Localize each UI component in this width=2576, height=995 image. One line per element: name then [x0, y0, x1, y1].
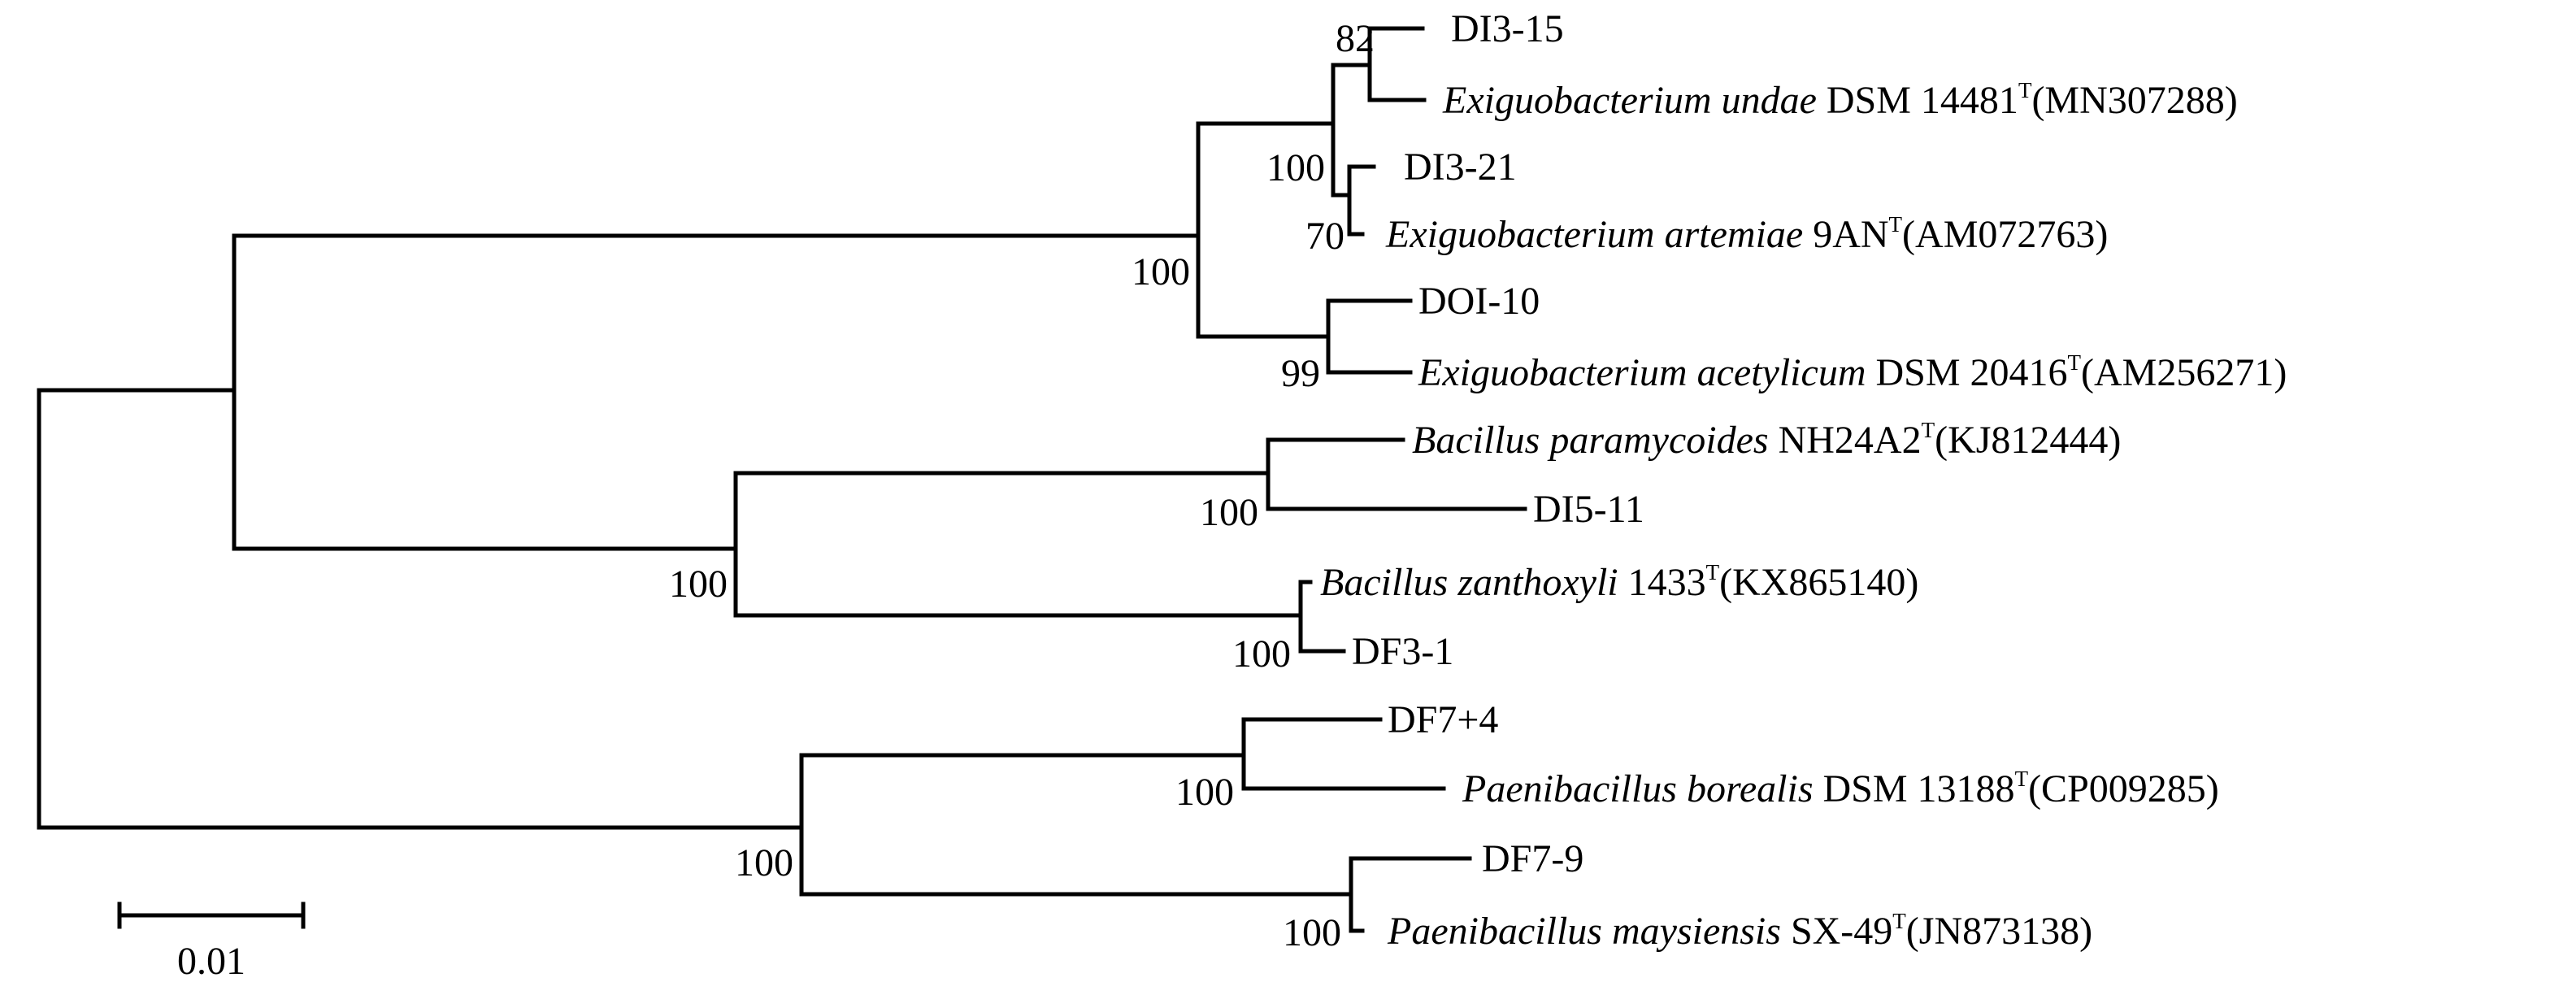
tree-branches — [37, 26, 1527, 933]
taxon-label: Bacillus zanthoxyli 1433T(KX865140) — [1320, 560, 1918, 604]
taxon-label: Exiguobacterium undae DSM 14481T(MN30728… — [1442, 78, 2238, 122]
taxon-label: Paenibacillus maysiensis SX-49T(JN873138… — [1387, 909, 2092, 953]
taxon-label: DOI-10 — [1418, 280, 1540, 323]
bootstrap-value: 99 — [1281, 352, 1320, 395]
bootstrap-value: 100 — [669, 563, 728, 606]
bootstrap-values: 82 100 70 100 99 100 100 100 100 100 100 — [669, 17, 1375, 954]
scale-bar-label: 0.01 — [177, 940, 245, 983]
bootstrap-value: 100 — [1232, 632, 1291, 676]
taxon-label: DI3-15 — [1451, 7, 1564, 50]
taxon-label: Exiguobacterium acetylicum DSM 20416T(AM… — [1418, 350, 2287, 394]
bootstrap-value: 100 — [1200, 491, 1258, 534]
taxon-label: DF3-1 — [1352, 630, 1453, 673]
bootstrap-value: 100 — [1266, 146, 1325, 189]
bootstrap-value: 100 — [1132, 250, 1190, 293]
bootstrap-value: 100 — [1175, 771, 1234, 814]
bootstrap-value: 100 — [1283, 911, 1341, 954]
scale-bar: 0.01 — [117, 902, 306, 983]
taxon-label: Exiguobacterium artemiae 9ANT(AM072763) — [1385, 212, 2108, 256]
bootstrap-value: 70 — [1305, 215, 1344, 258]
taxon-labels: DI3-15 Exiguobacterium undae DSM 14481T(… — [1320, 7, 2287, 953]
taxon-label: Paenibacillus borealis DSM 13188T(CP0092… — [1462, 767, 2219, 810]
taxon-label: Bacillus paramycoides NH24A2T(KJ812444) — [1412, 418, 2121, 462]
taxon-label: DF7+4 — [1388, 698, 1498, 741]
taxon-label: DF7-9 — [1482, 837, 1583, 880]
taxon-label: DI3-21 — [1404, 146, 1517, 189]
bootstrap-value: 82 — [1336, 17, 1375, 60]
taxon-label: DI5-11 — [1533, 488, 1644, 531]
bootstrap-value: 100 — [735, 841, 793, 884]
